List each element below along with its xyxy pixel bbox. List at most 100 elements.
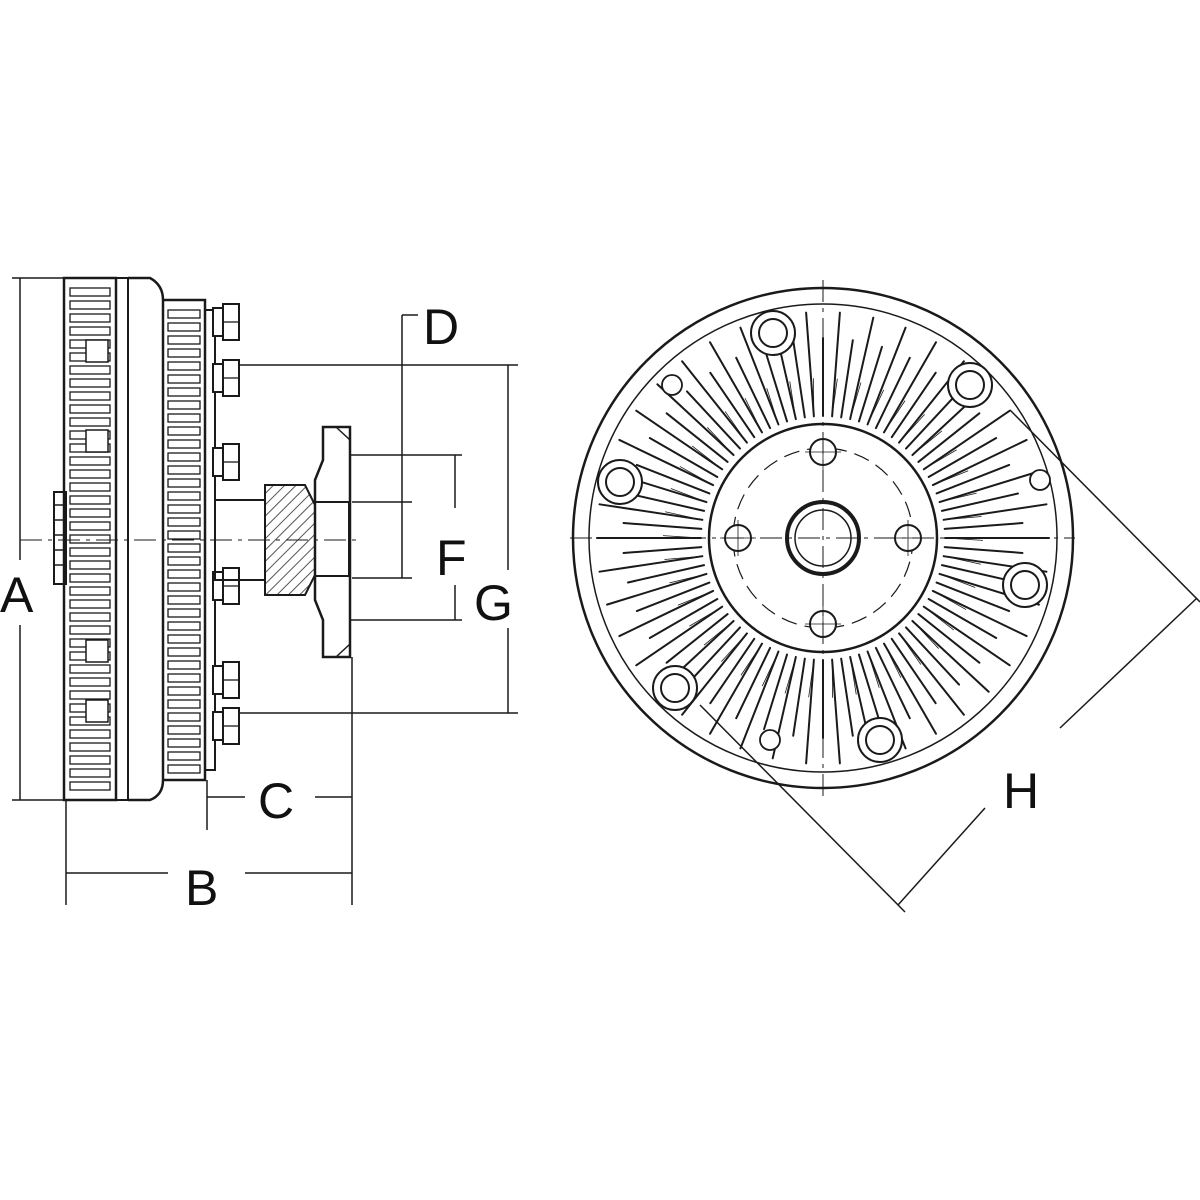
radial-fin [840, 657, 854, 737]
radial-fin [931, 438, 1028, 487]
small-bolt [1029, 469, 1051, 491]
radial-fin-edge [945, 516, 982, 520]
rear-fin [167, 634, 201, 644]
rear-fin [167, 530, 201, 540]
radial-fin-edge [677, 591, 712, 606]
label-f: F [436, 530, 467, 586]
radial-fin [685, 626, 742, 686]
radial-fin [942, 503, 1048, 521]
rear-fin [167, 426, 201, 436]
bolt-washer [212, 447, 224, 477]
label-c: C [258, 773, 294, 829]
radial-fin-edge [669, 574, 705, 584]
rear-fin [167, 504, 201, 514]
radial-fin [598, 503, 704, 521]
radial-fin [792, 339, 806, 419]
front-bolt-heads [597, 310, 1051, 763]
rear-fin [167, 335, 201, 345]
rear-fin [167, 595, 201, 605]
radial-fin [917, 613, 981, 664]
radial-fin [911, 619, 990, 693]
radial-fin [857, 653, 883, 731]
radial-fin-edge [867, 389, 885, 423]
rear-fin [167, 322, 201, 332]
radial-fin [840, 339, 854, 419]
housing-notch [85, 699, 109, 723]
radial-fin [606, 572, 708, 606]
radial-fin-edge [900, 414, 925, 442]
housing-fin [69, 508, 111, 518]
rear-fin [167, 660, 201, 670]
radial-fin [627, 492, 706, 512]
rear-fin [167, 348, 201, 358]
rear-fin [167, 699, 201, 709]
rear-fin [167, 608, 201, 618]
radial-fin-edge [670, 488, 705, 502]
dimension-g: G [238, 364, 518, 714]
label-b: B [185, 860, 218, 916]
rear-fin [167, 764, 201, 774]
radial-fin [831, 658, 841, 765]
radial-fin [635, 605, 724, 667]
radial-fin-edge [831, 378, 838, 415]
radial-fin-edge [679, 466, 712, 485]
housing-fin [69, 456, 111, 466]
radial-fin [883, 341, 937, 434]
label-g: G [474, 575, 513, 631]
radial-fin-edge [925, 449, 957, 469]
rear-fin [167, 543, 201, 553]
radial-fin [735, 646, 772, 720]
rear-fin [167, 439, 201, 449]
housing-fin [69, 547, 111, 557]
radial-fin [927, 437, 998, 478]
housing-fin [69, 313, 111, 323]
radial-fin-edge [913, 430, 943, 455]
radial-fin [665, 613, 729, 664]
bolt-head-inner [865, 725, 895, 755]
housing-notch [85, 429, 109, 453]
radial-fin-edge [740, 645, 762, 676]
radial-fin [635, 409, 724, 471]
radial-fin-edge [784, 658, 796, 694]
radial-fin [681, 360, 748, 444]
radial-fin [927, 598, 998, 639]
housing-fin [69, 365, 111, 375]
radial-fin [904, 626, 961, 686]
housing-fin [69, 664, 111, 674]
housing-fin [69, 690, 111, 700]
label-h: H [1003, 763, 1039, 819]
radial-fin [940, 492, 1019, 512]
radial-fin-edge [691, 445, 721, 469]
rear-fin [167, 517, 201, 527]
housing-fin [69, 560, 111, 570]
housing-fin [69, 768, 111, 778]
radial-fin [935, 581, 1011, 613]
radial-fin [849, 316, 875, 421]
radial-fin-edge [941, 574, 976, 588]
radial-fin [943, 522, 1024, 530]
radial-fin [763, 653, 789, 731]
radial-fin-edge [884, 400, 906, 431]
rear-fins [167, 309, 201, 774]
radial-fin [922, 605, 1011, 667]
bolt-washer [212, 363, 224, 393]
side-housing [53, 276, 165, 802]
bolt-head-inner [955, 370, 985, 400]
front-view: H [570, 280, 1200, 913]
radial-fin-edge [934, 470, 969, 485]
rear-fin [167, 582, 201, 592]
housing-notch [85, 339, 109, 363]
housing-fin [69, 300, 111, 310]
front-boss-ribs [54, 504, 66, 566]
radial-fin [709, 371, 756, 439]
housing-fin [69, 742, 111, 752]
dimension-f: F [350, 454, 467, 621]
rear-fin [167, 725, 201, 735]
radial-fin-edge [766, 388, 779, 423]
radial-fin [917, 412, 981, 463]
bolt-head-inner [660, 673, 690, 703]
rear-fin [167, 738, 201, 748]
radial-fin-edge [850, 658, 857, 695]
radial-fin [627, 564, 706, 584]
